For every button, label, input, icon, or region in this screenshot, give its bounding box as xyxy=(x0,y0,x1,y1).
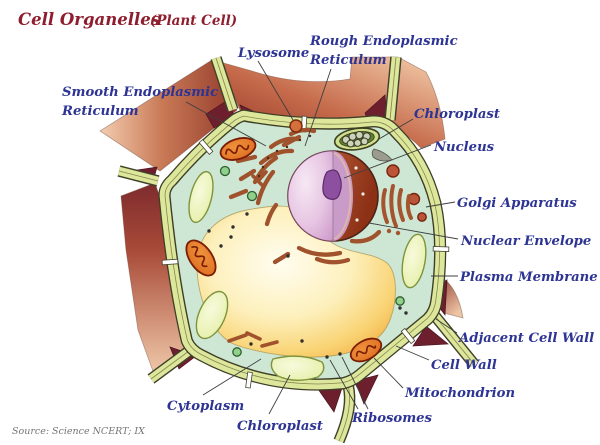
mitochondrion-bottom xyxy=(349,337,383,363)
leader-cell-wall xyxy=(395,345,430,361)
endoplasmic-reticulum xyxy=(227,127,382,348)
label-nucleus: Nucleus xyxy=(433,140,495,155)
arm-left xyxy=(117,165,160,187)
ribosome-dots xyxy=(207,212,408,359)
cell-wall-pits xyxy=(161,115,450,389)
leader-mitochondrion xyxy=(373,357,404,389)
label-cell-wall: Cell Wall xyxy=(431,358,497,373)
adjacent-cell-top-left xyxy=(99,59,238,172)
leader-chloroplast-top xyxy=(378,118,414,140)
leader-rough-er xyxy=(304,68,332,147)
label-smooth-er-2: Reticulum xyxy=(61,104,139,119)
chloroplast-bottom-left xyxy=(195,290,229,340)
leader-lines xyxy=(185,60,459,415)
grana xyxy=(341,130,371,148)
chloroplast-right xyxy=(401,233,427,289)
source-note: Source: Science NCERT; IX xyxy=(12,426,146,437)
lysosome xyxy=(289,119,303,133)
labels: Cell Organelles (Plant Cell) Lysosome Ro… xyxy=(12,10,598,437)
chloroplast-bottom xyxy=(270,355,325,381)
page-title: Cell Organelles xyxy=(18,10,160,29)
leader-ribosomes-1 xyxy=(329,359,359,410)
mitochondrion-top-left xyxy=(219,137,257,161)
label-lysosome: Lysosome xyxy=(237,46,309,61)
chloroplasts xyxy=(188,170,427,381)
chloroplast-left xyxy=(188,170,214,224)
label-rough-er-2: Reticulum xyxy=(309,53,387,68)
leader-nucleus xyxy=(343,144,432,179)
leader-lysosome xyxy=(257,60,294,121)
golgi-apparatus xyxy=(381,184,413,236)
leader-nuclear-envelope xyxy=(368,222,459,240)
label-plasma-membrane: Plasma Membrane xyxy=(459,270,598,285)
nucleolus xyxy=(322,169,342,200)
vacuole xyxy=(196,205,396,358)
label-adjacent-cell-wall: Adjacent Cell Wall xyxy=(457,331,594,346)
label-golgi: Golgi Apparatus xyxy=(457,196,577,211)
chloroplast-shadow xyxy=(371,148,393,162)
leader-adjacent-cell-wall xyxy=(435,318,458,334)
chloroplast-top-detailed xyxy=(333,127,381,151)
red-vesicles xyxy=(386,164,427,222)
mitochondrion-left xyxy=(185,239,217,277)
label-rough-er-1: Rough Endoplasmic xyxy=(309,34,458,49)
label-chloroplast-bottom: Chloroplast xyxy=(237,419,323,434)
nuclear-pores xyxy=(354,166,365,222)
arm-top-left xyxy=(210,56,239,112)
arm-bottom-right xyxy=(430,312,479,368)
nucleus-face xyxy=(287,150,334,242)
label-mitochondrion: Mitochondrion xyxy=(404,386,515,401)
leader-cytoplasm xyxy=(202,358,262,396)
adjacent-wall-arms xyxy=(117,56,479,444)
label-ribosomes: Ribosomes xyxy=(351,411,433,426)
leader-golgi xyxy=(425,201,456,208)
label-smooth-er-1: Smooth Endoplasmic xyxy=(62,85,218,100)
leader-smooth-er xyxy=(185,101,267,147)
nucleus xyxy=(287,150,379,242)
label-chloroplast-top: Chloroplast xyxy=(414,107,500,122)
leader-chloroplast-bottom xyxy=(268,374,291,415)
arm-top-right xyxy=(384,56,402,121)
arm-bottom-left xyxy=(147,346,193,384)
rough-er-ribosome-studs xyxy=(257,134,312,178)
arm-bottom xyxy=(333,383,356,444)
page-title-sub: (Plant Cell) xyxy=(150,13,237,29)
label-nuclear-envelope: Nuclear Envelope xyxy=(460,234,591,249)
green-vesicles xyxy=(219,165,405,357)
label-cytoplasm: Cytoplasm xyxy=(167,399,244,414)
leader-ribosomes-2 xyxy=(341,356,369,410)
